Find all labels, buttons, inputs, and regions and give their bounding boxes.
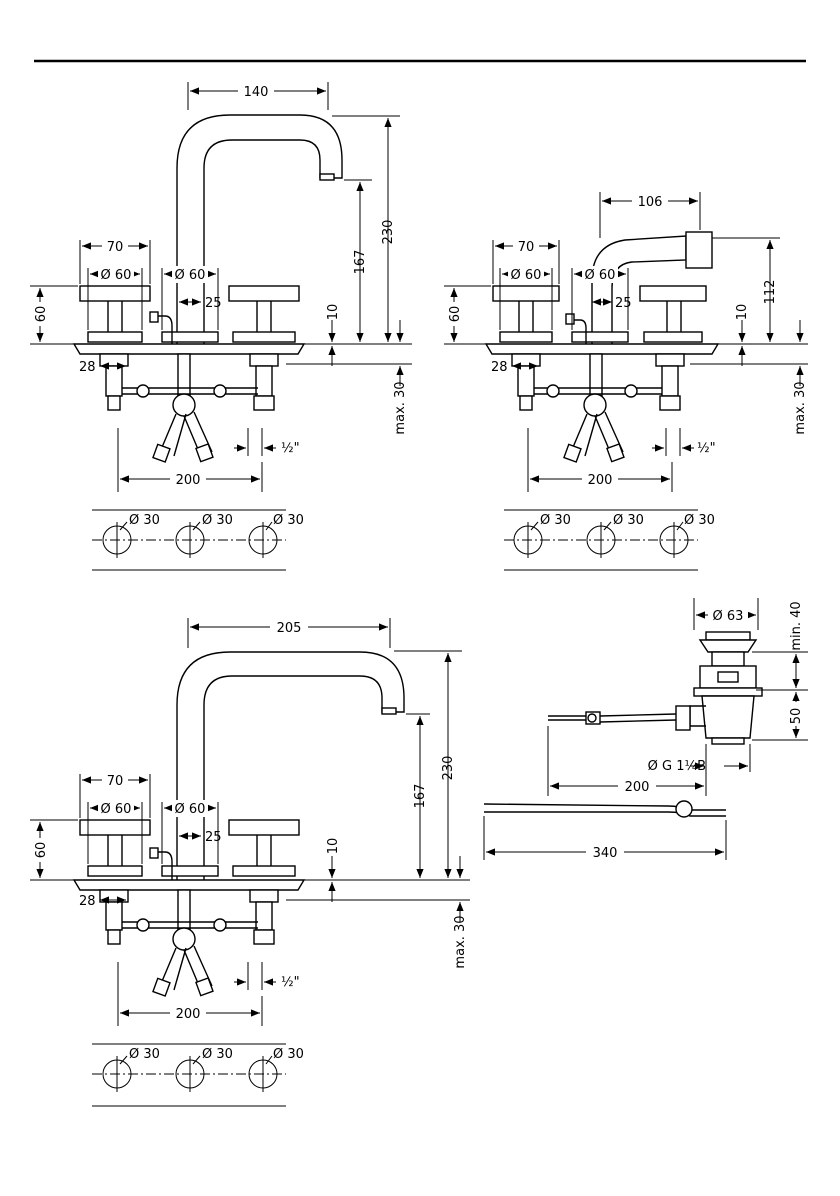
rosette-dimension: Ø 60 bbox=[511, 268, 542, 283]
offset-dimension: 25 bbox=[615, 296, 632, 311]
center-rosette-dimension: Ø 60 bbox=[175, 802, 206, 817]
thread-dimension: ½" bbox=[697, 441, 716, 456]
max-thickness-dimension: max. 30 bbox=[453, 915, 468, 968]
bidet-mixer-drawing: 106 112 10 max. 30 70 Ø 60 Ø 60 25 60 28 bbox=[444, 192, 808, 570]
spout-height-dimension: 167 bbox=[413, 784, 428, 809]
hole-diameter-3: Ø 30 bbox=[684, 513, 715, 528]
max-thickness-dimension: max. 30 bbox=[793, 381, 808, 434]
body-height-dimension: 50 bbox=[789, 708, 804, 725]
deck-gap-dimension: 10 bbox=[326, 304, 341, 321]
rod-length-dimension: 200 bbox=[625, 780, 650, 795]
hole-diameter-3: Ø 30 bbox=[273, 1047, 304, 1062]
center-rosette-dimension: Ø 60 bbox=[585, 268, 616, 283]
hole-diameter-1: Ø 30 bbox=[129, 513, 160, 528]
handle-height-dimension: 60 bbox=[448, 306, 463, 323]
hole-diameter-2: Ø 30 bbox=[613, 513, 644, 528]
deck-gap-dimension: 10 bbox=[735, 304, 750, 321]
waste-diameter-dimension: Ø 63 bbox=[713, 609, 744, 624]
hole-diameter-2: Ø 30 bbox=[202, 513, 233, 528]
hole-diameter-1: Ø 30 bbox=[540, 513, 571, 528]
center-rosette-dimension: Ø 60 bbox=[175, 268, 206, 283]
hose-offset-dimension: 28 bbox=[79, 360, 96, 375]
max-thickness-dimension: max. 30 bbox=[393, 381, 408, 434]
thread-dimension: ½" bbox=[281, 975, 300, 990]
thread-dimension: ½" bbox=[281, 441, 300, 456]
handle-width-dimension: 70 bbox=[107, 774, 124, 789]
spout-height-dimension: 167 bbox=[353, 250, 368, 275]
hose-offset-dimension: 28 bbox=[79, 894, 96, 909]
handle-width-dimension: 70 bbox=[518, 240, 535, 255]
handle-height-dimension: 60 bbox=[34, 306, 49, 323]
hole-diameter-3: Ø 30 bbox=[273, 513, 304, 528]
handle-height-dimension: 60 bbox=[34, 842, 49, 859]
rosette-dimension: Ø 60 bbox=[101, 268, 132, 283]
handle-width-dimension: 70 bbox=[107, 240, 124, 255]
basin-mixer-drawing: 140 230 167 10 max. 30 70 Ø 60 Ø 60 25 6… bbox=[30, 82, 412, 570]
hole-spacing-dimension: 200 bbox=[176, 1007, 201, 1022]
hole-spacing-dimension: 200 bbox=[176, 473, 201, 488]
hole-diameter-2: Ø 30 bbox=[202, 1047, 233, 1062]
cable-length-dimension: 340 bbox=[593, 846, 618, 861]
hose-offset-dimension: 28 bbox=[491, 360, 508, 375]
high-spout-mixer-drawing: 205 230 167 10 max. 30 70 Ø 60 Ø 60 25 6… bbox=[30, 618, 470, 1106]
total-height-dimension: 230 bbox=[381, 220, 396, 245]
thread-dimension: Ø G 1¼B bbox=[648, 759, 706, 774]
reach-dimension: 140 bbox=[244, 85, 269, 100]
min-height-dimension: min. 40 bbox=[789, 601, 804, 650]
hole-diameter-1: Ø 30 bbox=[129, 1047, 160, 1062]
total-height-dimension: 230 bbox=[441, 756, 456, 781]
deck-gap-dimension: 10 bbox=[326, 838, 341, 855]
rosette-dimension: Ø 60 bbox=[101, 802, 132, 817]
offset-dimension: 25 bbox=[205, 830, 222, 845]
reach-dimension: 106 bbox=[638, 195, 663, 210]
offset-dimension: 25 bbox=[205, 296, 222, 311]
reach-dimension: 205 bbox=[277, 621, 302, 636]
spout-height-dimension: 112 bbox=[763, 280, 778, 305]
hole-spacing-dimension: 200 bbox=[588, 473, 613, 488]
waste-set-drawing: Ø 63 min. 40 50 Ø G 1¼B 200 340 bbox=[484, 598, 808, 861]
